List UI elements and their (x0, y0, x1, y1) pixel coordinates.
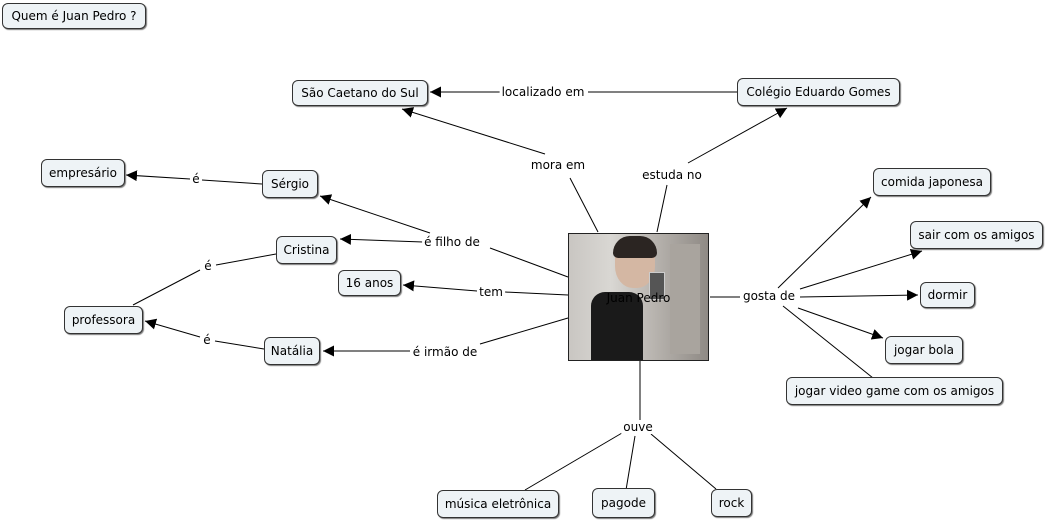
line-gostade-comida (777, 196, 872, 289)
line-filhode-sergio (319, 194, 431, 234)
line-gostade-sair (799, 249, 923, 290)
line-center-irmaode (479, 317, 569, 345)
node-pagode[interactable]: pagode (592, 488, 655, 518)
title-node[interactable]: Quem é Juan Pedro ? (2, 3, 146, 29)
line-e-empresario (125, 170, 191, 182)
link-estuda-no[interactable]: estuda no (640, 168, 704, 182)
line-gostade-dormir (799, 289, 919, 301)
photo-phone (649, 272, 665, 300)
line-gostade-bola (797, 307, 884, 340)
link-ouve[interactable]: ouve (621, 420, 655, 434)
line-e-professora-2 (144, 318, 201, 338)
node-sair-amigos[interactable]: sair com os amigos (910, 221, 1043, 249)
link-e-natalia[interactable]: é (201, 333, 213, 347)
line-moraem-saocaetano (401, 107, 546, 155)
node-rock[interactable]: rock (711, 489, 752, 517)
node-dormir[interactable]: dormir (920, 282, 975, 308)
link-e-filho-de[interactable]: é filho de (422, 235, 482, 249)
link-tem[interactable]: tem (477, 285, 505, 299)
line-cristina-e (215, 253, 277, 266)
node-musica-eletronica[interactable]: música eletrônica (437, 490, 559, 518)
node-cristina[interactable]: Cristina (276, 236, 337, 264)
line-center-estudano (656, 184, 668, 233)
photo-person (591, 292, 643, 360)
line-center-tem (504, 291, 569, 296)
link-localizado-em[interactable]: localizado em (499, 85, 587, 99)
node-sergio[interactable]: Sérgio (262, 170, 318, 198)
center-label: Juan Pedro (606, 291, 671, 305)
link-gosta-de[interactable]: gosta de (740, 289, 798, 303)
line-ouve-musica (524, 432, 623, 491)
node-colegio[interactable]: Colégio Eduardo Gomes (737, 78, 900, 106)
link-mora-em[interactable]: mora em (528, 158, 588, 172)
node-professora[interactable]: professora (64, 306, 143, 334)
node-sao-caetano[interactable]: São Caetano do Sul (292, 80, 428, 106)
line-sergio-e (201, 179, 263, 185)
node-video-game[interactable]: jogar video game com os amigos (786, 377, 1003, 405)
photo-hair (613, 236, 657, 258)
line-gostade-videogame (782, 305, 874, 379)
center-photo-node[interactable]: Juan Pedro (568, 233, 709, 361)
node-empresario[interactable]: empresário (41, 159, 125, 187)
line-ouve-rock (650, 433, 717, 490)
line-estudano-colegio (687, 107, 788, 164)
line-center-filhode (489, 247, 569, 278)
link-e-cristina[interactable]: é (202, 259, 214, 273)
node-16-anos[interactable]: 16 anos (338, 270, 401, 296)
line-natalia-e (214, 340, 265, 350)
line-center-moraem (569, 177, 599, 233)
node-jogar-bola[interactable]: jogar bola (885, 336, 963, 364)
line-ouve-pagode (625, 435, 636, 491)
line-e-professora (132, 269, 201, 306)
link-e-sergio[interactable]: é (190, 172, 202, 186)
photo-background-door (670, 244, 700, 354)
node-comida-japonesa[interactable]: comida japonesa (873, 168, 991, 196)
line-filhode-cristina (339, 233, 424, 245)
line-tem-16anos (402, 280, 478, 292)
node-natalia[interactable]: Natália (264, 337, 320, 365)
link-e-irmao-de[interactable]: é irmão de (410, 345, 480, 359)
